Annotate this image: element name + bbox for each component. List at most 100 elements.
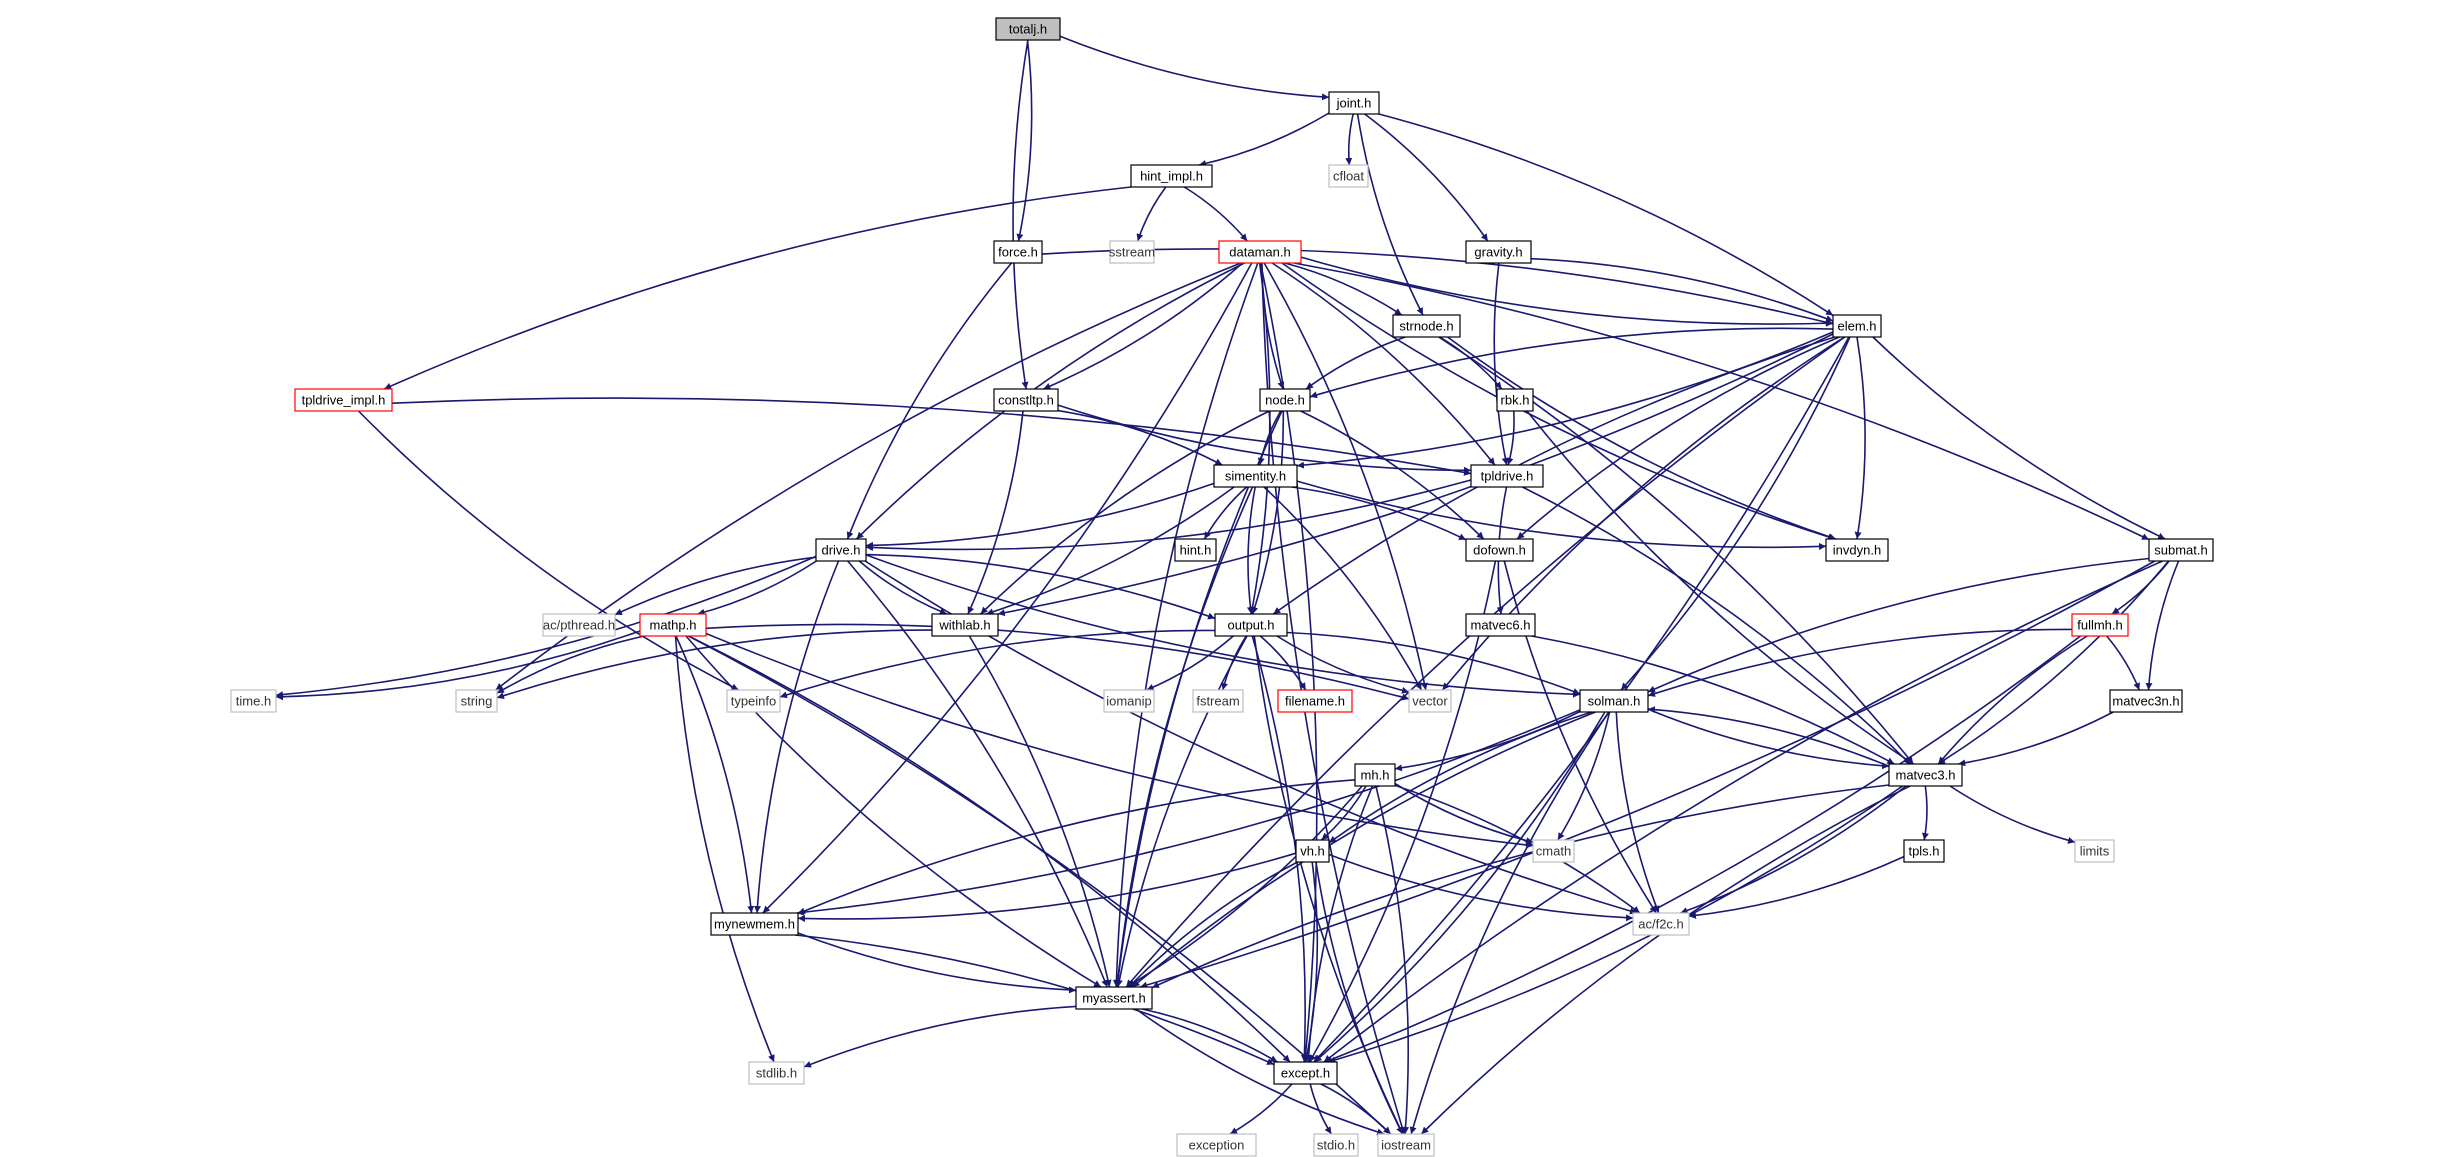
node-tpldrive[interactable]: tpldrive.h [1470,464,1544,488]
node-withlab[interactable]: withlab.h [931,613,999,637]
node-myassert[interactable]: myassert.h [1075,986,1153,1010]
edge-tpls-to-acf2c [1688,855,1905,919]
edge-mh-to-iostream [1375,785,1410,1135]
edge-gravity-to-elem [1530,257,1834,322]
node-sstream-label: sstream [1109,245,1155,260]
edge-matvec3-to-limits [1949,785,2076,844]
edge-hint_impl-to-sstream [1136,186,1167,242]
edge-joint-to-elem [1378,113,1834,317]
edge-totalj-to-constltp [1012,39,1029,390]
edge-rbk-to-tpldrive [1506,410,1515,466]
node-joint-box [1328,91,1380,115]
node-acpthread-label: ac/pthread.h [543,618,615,633]
node-matvec6[interactable]: matvec6.h [1465,613,1536,637]
node-rbk[interactable]: rbk.h [1496,388,1534,412]
node-matvec3n[interactable]: matvec3n.h [2109,689,2183,713]
node-tpldrive_impl[interactable]: tpldrive_impl.h [294,388,393,412]
edge-joint-to-strnode [1356,113,1424,316]
node-matvec3n-box [2109,689,2183,713]
node-tpls-box [1903,839,1945,863]
edge-except-to-exception [1229,1083,1293,1135]
node-tpls[interactable]: tpls.h [1903,839,1945,863]
node-withlab-box [931,613,999,637]
node-totalj[interactable]: totalj.h [995,17,1061,41]
node-matvec3n-label: matvec3n.h [2112,694,2179,709]
node-constltp-label: constltp.h [998,393,1054,408]
node-node[interactable]: node.h [1259,388,1311,412]
edge-rbk-to-matvec3 [1526,410,1914,765]
node-output-label: output.h [1228,618,1275,633]
edge-mathp-to-iostream [688,635,1392,1135]
node-timeh: time.h [230,689,277,713]
node-invdyn-box [1825,538,1889,562]
node-force[interactable]: force.h [993,240,1043,264]
edge-hint_impl-to-dataman [1183,186,1248,242]
edges-layer [275,35,2180,1136]
edge-output-to-typeinfo [779,629,1216,699]
node-submat[interactable]: submat.h [2148,538,2214,562]
node-elem[interactable]: elem.h [1832,314,1882,338]
node-simentity[interactable]: simentity.h [1213,464,1298,488]
edge-submat-to-solman [1647,557,2150,693]
edge-mynewmem-to-except [795,934,1275,1066]
node-mathp-label: mathp.h [650,618,697,633]
edge-constltp-to-simentity [1057,409,1223,466]
node-output[interactable]: output.h [1214,613,1288,637]
edge-mathp-to-vector [705,623,1410,701]
node-invdyn[interactable]: invdyn.h [1825,538,1889,562]
node-stdlib: stdlib.h [748,1061,805,1085]
edge-node-to-withlab [980,410,1270,615]
node-node-box [1259,388,1311,412]
node-matvec3[interactable]: matvec3.h [1888,763,1963,787]
node-sstream: sstream [1109,240,1155,264]
node-filename[interactable]: filename.h [1277,689,1353,713]
node-acpthread-box [542,613,616,637]
node-hint[interactable]: hint.h [1174,538,1217,562]
node-exception-box [1176,1133,1257,1157]
edge-force-to-drive [846,262,1013,540]
edge-mh-to-vh [1320,785,1367,841]
node-gravity[interactable]: gravity.h [1465,240,1532,264]
node-string-label: string [461,694,493,709]
node-dataman-box [1218,240,1302,264]
node-vector-box [1408,689,1452,713]
node-joint[interactable]: joint.h [1328,91,1380,115]
node-strnode[interactable]: strnode.h [1392,314,1461,338]
edge-mh-to-acf2c [1394,784,1641,914]
edge-dataman-to-submat [1293,262,2150,541]
edge-solman-to-cmath [1557,711,1611,841]
node-iomanip-box [1103,689,1155,713]
edge-vh-to-iostream [1315,861,1404,1135]
node-mynewmem[interactable]: mynewmem.h [710,912,799,936]
node-hint_impl[interactable]: hint_impl.h [1130,164,1213,188]
node-stdlib-box [748,1061,805,1085]
edge-myassert-to-except [1141,1008,1278,1063]
edge-node-to-simentity [1257,410,1282,466]
node-constltp[interactable]: constltp.h [993,388,1059,412]
node-drive[interactable]: drive.h [815,538,867,562]
node-dataman[interactable]: dataman.h [1218,240,1302,264]
edge-vh-to-except [1303,861,1319,1063]
edge-mathp-to-stdlib [674,635,775,1063]
edge-submat-to-matvec3n [2145,560,2180,691]
edge-mh-to-mynewmem [797,779,1356,915]
node-mathp[interactable]: mathp.h [639,613,707,637]
edge-constltp-to-tpldrive [1057,404,1472,474]
node-except[interactable]: except.h [1273,1061,1338,1085]
node-vh-label: vh.h [1300,844,1325,859]
node-solman[interactable]: solman.h [1579,689,1649,713]
node-sstream-box [1109,240,1155,264]
node-mh[interactable]: mh.h [1354,763,1396,787]
edge-mathp-to-string [496,635,645,694]
node-fullmh[interactable]: fullmh.h [2071,613,2129,637]
edge-gravity-to-tpldrive [1493,262,1509,466]
node-dofown[interactable]: dofown.h [1465,538,1534,562]
node-vh[interactable]: vh.h [1295,839,1330,863]
node-except-box [1273,1061,1338,1085]
node-mh-label: mh.h [1361,768,1390,783]
edge-tpldrive_impl-to-typeinfo [357,410,739,691]
node-fstream: fstream [1192,689,1244,713]
node-acf2c-box [1632,912,1690,936]
node-dataman-label: dataman.h [1229,245,1290,260]
